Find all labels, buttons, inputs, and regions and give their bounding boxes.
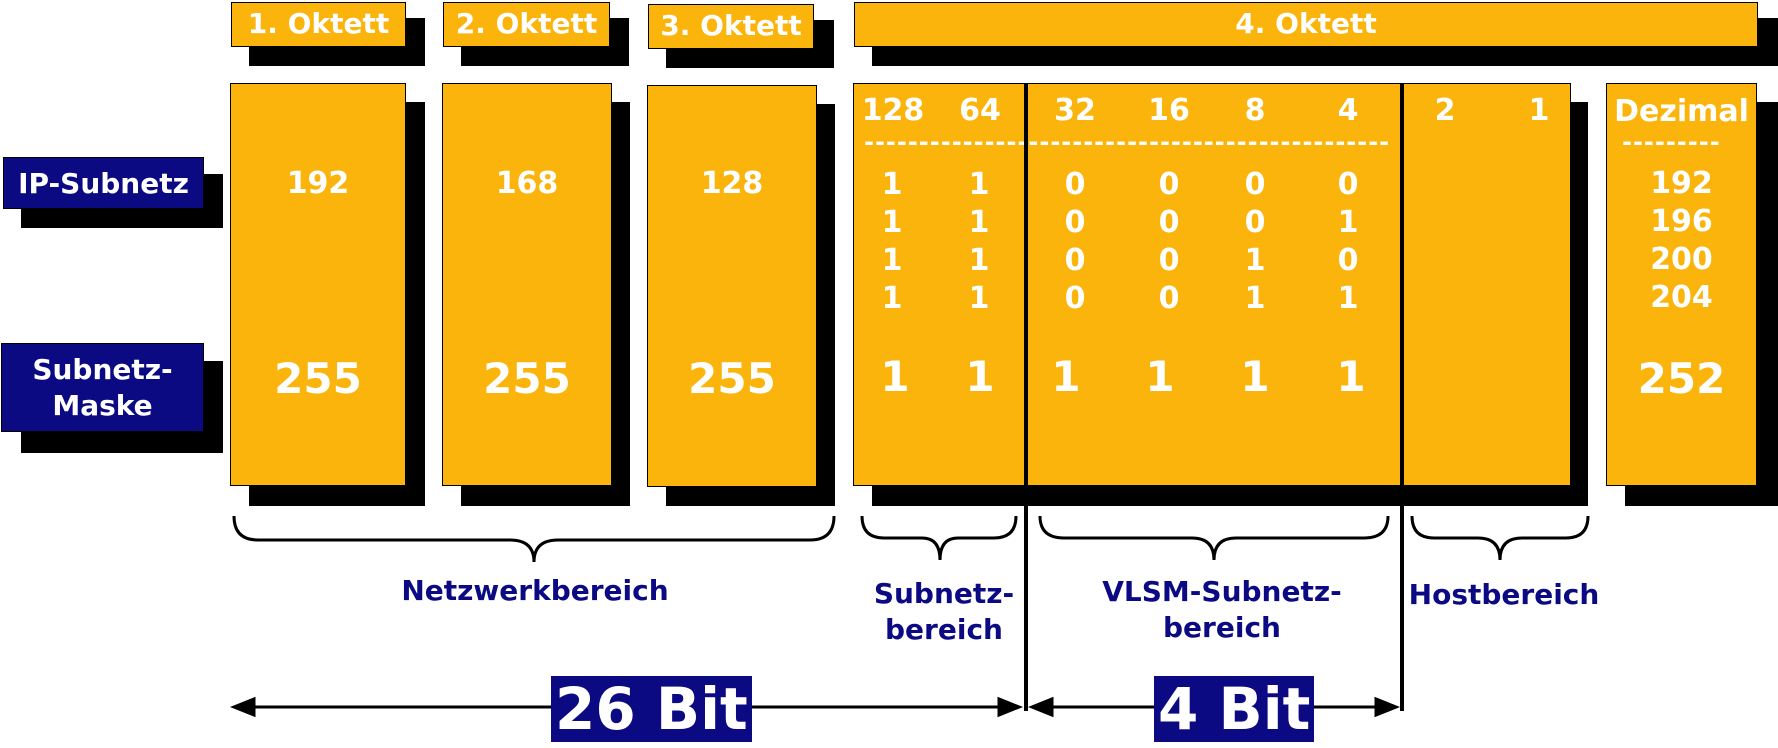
arrow-4-right-head	[1374, 696, 1401, 718]
label-26-bit: 26 Bit	[551, 676, 752, 742]
dezimal-header: Dezimal	[1614, 94, 1749, 129]
mask-octet-2-value: 255	[483, 354, 571, 403]
octet-4-column	[853, 83, 1571, 486]
ip-octet-3-value: 128	[700, 166, 764, 201]
mask-bit-4: 1	[1336, 352, 1366, 401]
dezimal-dash-line: ---------	[1622, 128, 1721, 156]
bit-header-1: 1	[1528, 93, 1550, 128]
mask-octet-3-value: 255	[688, 354, 776, 403]
bit-header-4: 4	[1337, 93, 1359, 128]
bit-cell-row3-4: 0	[1337, 243, 1359, 278]
octet-1-header: 1. Oktett	[231, 2, 406, 47]
brace-subnetz	[860, 515, 1018, 561]
bit-cell-row3-16: 0	[1158, 243, 1180, 278]
octet-1-label: 1. Oktett	[247, 7, 390, 40]
brace-host	[1410, 515, 1590, 561]
ip-subnetz-label: IP-Subnetz	[3, 157, 204, 209]
divider-subnetz-vlsm	[1024, 83, 1028, 711]
dezimal-column: Dezimal --------- 192 196 200 204 252	[1606, 83, 1757, 486]
subnetz-maske-label: Subnetz- Maske	[1, 343, 204, 432]
mask-bit-64: 1	[965, 352, 995, 401]
octet-3-header: 3. Oktett	[648, 4, 814, 49]
label-vlsm-subnetzbereich: VLSM-Subnetz- bereich	[1072, 574, 1372, 646]
ip-octet-2-value: 168	[495, 166, 559, 201]
bit-dash-line: ----------------------------------------…	[864, 128, 1391, 156]
label-subnetz-line1: Subnetz-	[873, 577, 1015, 610]
brace-netzwerk	[232, 515, 836, 563]
bit-cell-row1-4: 0	[1337, 167, 1359, 202]
ip-octet-1-value: 192	[286, 166, 350, 201]
mask-label-line2: Maske	[52, 388, 153, 422]
bit-cell-row2-8: 0	[1244, 205, 1266, 240]
label-netzwerkbereich: Netzwerkbereich	[401, 574, 669, 607]
bit-cell-row3-8: 1	[1244, 243, 1266, 278]
dezimal-value-4: 204	[1650, 280, 1713, 315]
bit-cell-row4-64: 1	[968, 281, 990, 316]
bit-cell-row1-128: 1	[881, 167, 903, 202]
bit-cell-row4-128: 1	[881, 281, 903, 316]
label-subnetzbereich: Subnetz- bereich	[864, 576, 1024, 648]
brace-vlsm	[1038, 515, 1390, 561]
label-hostbereich: Hostbereich	[1408, 578, 1600, 611]
bit-cell-row1-16: 0	[1158, 167, 1180, 202]
mask-bit-128: 1	[880, 352, 910, 401]
dezimal-value-2: 196	[1650, 204, 1713, 239]
label-4-bit: 4 Bit	[1154, 676, 1315, 742]
bit-header-16: 16	[1148, 93, 1190, 128]
bit-cell-row1-8: 0	[1244, 167, 1266, 202]
bit-cell-row2-32: 0	[1064, 205, 1086, 240]
bit-cell-row1-64: 1	[968, 167, 990, 202]
bit-cell-row2-64: 1	[968, 205, 990, 240]
bit-header-8: 8	[1244, 93, 1266, 128]
mask-octet-1-value: 255	[274, 354, 362, 403]
bit-header-2: 2	[1434, 93, 1456, 128]
bit-cell-row3-32: 0	[1064, 243, 1086, 278]
dezimal-value-1: 192	[1650, 166, 1713, 201]
bit-cell-row2-16: 0	[1158, 205, 1180, 240]
bit-cell-row3-64: 1	[968, 243, 990, 278]
divider-vlsm-host	[1400, 83, 1404, 711]
bit-cell-row4-16: 0	[1158, 281, 1180, 316]
bit-cell-row4-4: 1	[1337, 281, 1359, 316]
label-subnetz-line2: bereich	[885, 613, 1003, 646]
octet-3-column: 128 255	[647, 85, 817, 487]
bit-cell-row2-128: 1	[881, 205, 903, 240]
octet-2-column: 168 255	[442, 83, 612, 486]
octet-4-header: 4. Oktett	[854, 2, 1758, 47]
bit-cell-row3-128: 1	[881, 243, 903, 278]
mask-bit-8: 1	[1240, 352, 1270, 401]
mask-bit-32: 1	[1051, 352, 1081, 401]
bit-header-128: 128	[861, 93, 925, 128]
dezimal-value-3: 200	[1650, 242, 1713, 277]
mask-label-line1: Subnetz-	[32, 352, 173, 386]
octet-1-column: 192 255	[230, 83, 406, 486]
octet-3-label: 3. Oktett	[660, 9, 802, 42]
octet-2-header: 2. Oktett	[443, 2, 610, 47]
bit-cell-row4-8: 1	[1244, 281, 1266, 316]
label-vlsm-line2: bereich	[1163, 611, 1281, 644]
arrow-26-right-head	[997, 696, 1024, 718]
mask-bit-16: 1	[1145, 352, 1175, 401]
arrow-4-left-head	[1027, 696, 1054, 718]
dezimal-mask-value: 252	[1637, 354, 1726, 403]
bit-cell-row2-4: 1	[1337, 205, 1359, 240]
bit-cell-row1-32: 0	[1064, 167, 1086, 202]
bit-header-64: 64	[959, 93, 1001, 128]
arrow-26-left-head	[229, 696, 256, 718]
octet-2-label: 2. Oktett	[455, 7, 598, 40]
bit-cell-row4-32: 0	[1064, 281, 1086, 316]
label-vlsm-line1: VLSM-Subnetz-	[1102, 575, 1342, 608]
bit-header-32: 32	[1054, 93, 1096, 128]
octet-4-label: 4. Oktett	[1235, 7, 1377, 40]
